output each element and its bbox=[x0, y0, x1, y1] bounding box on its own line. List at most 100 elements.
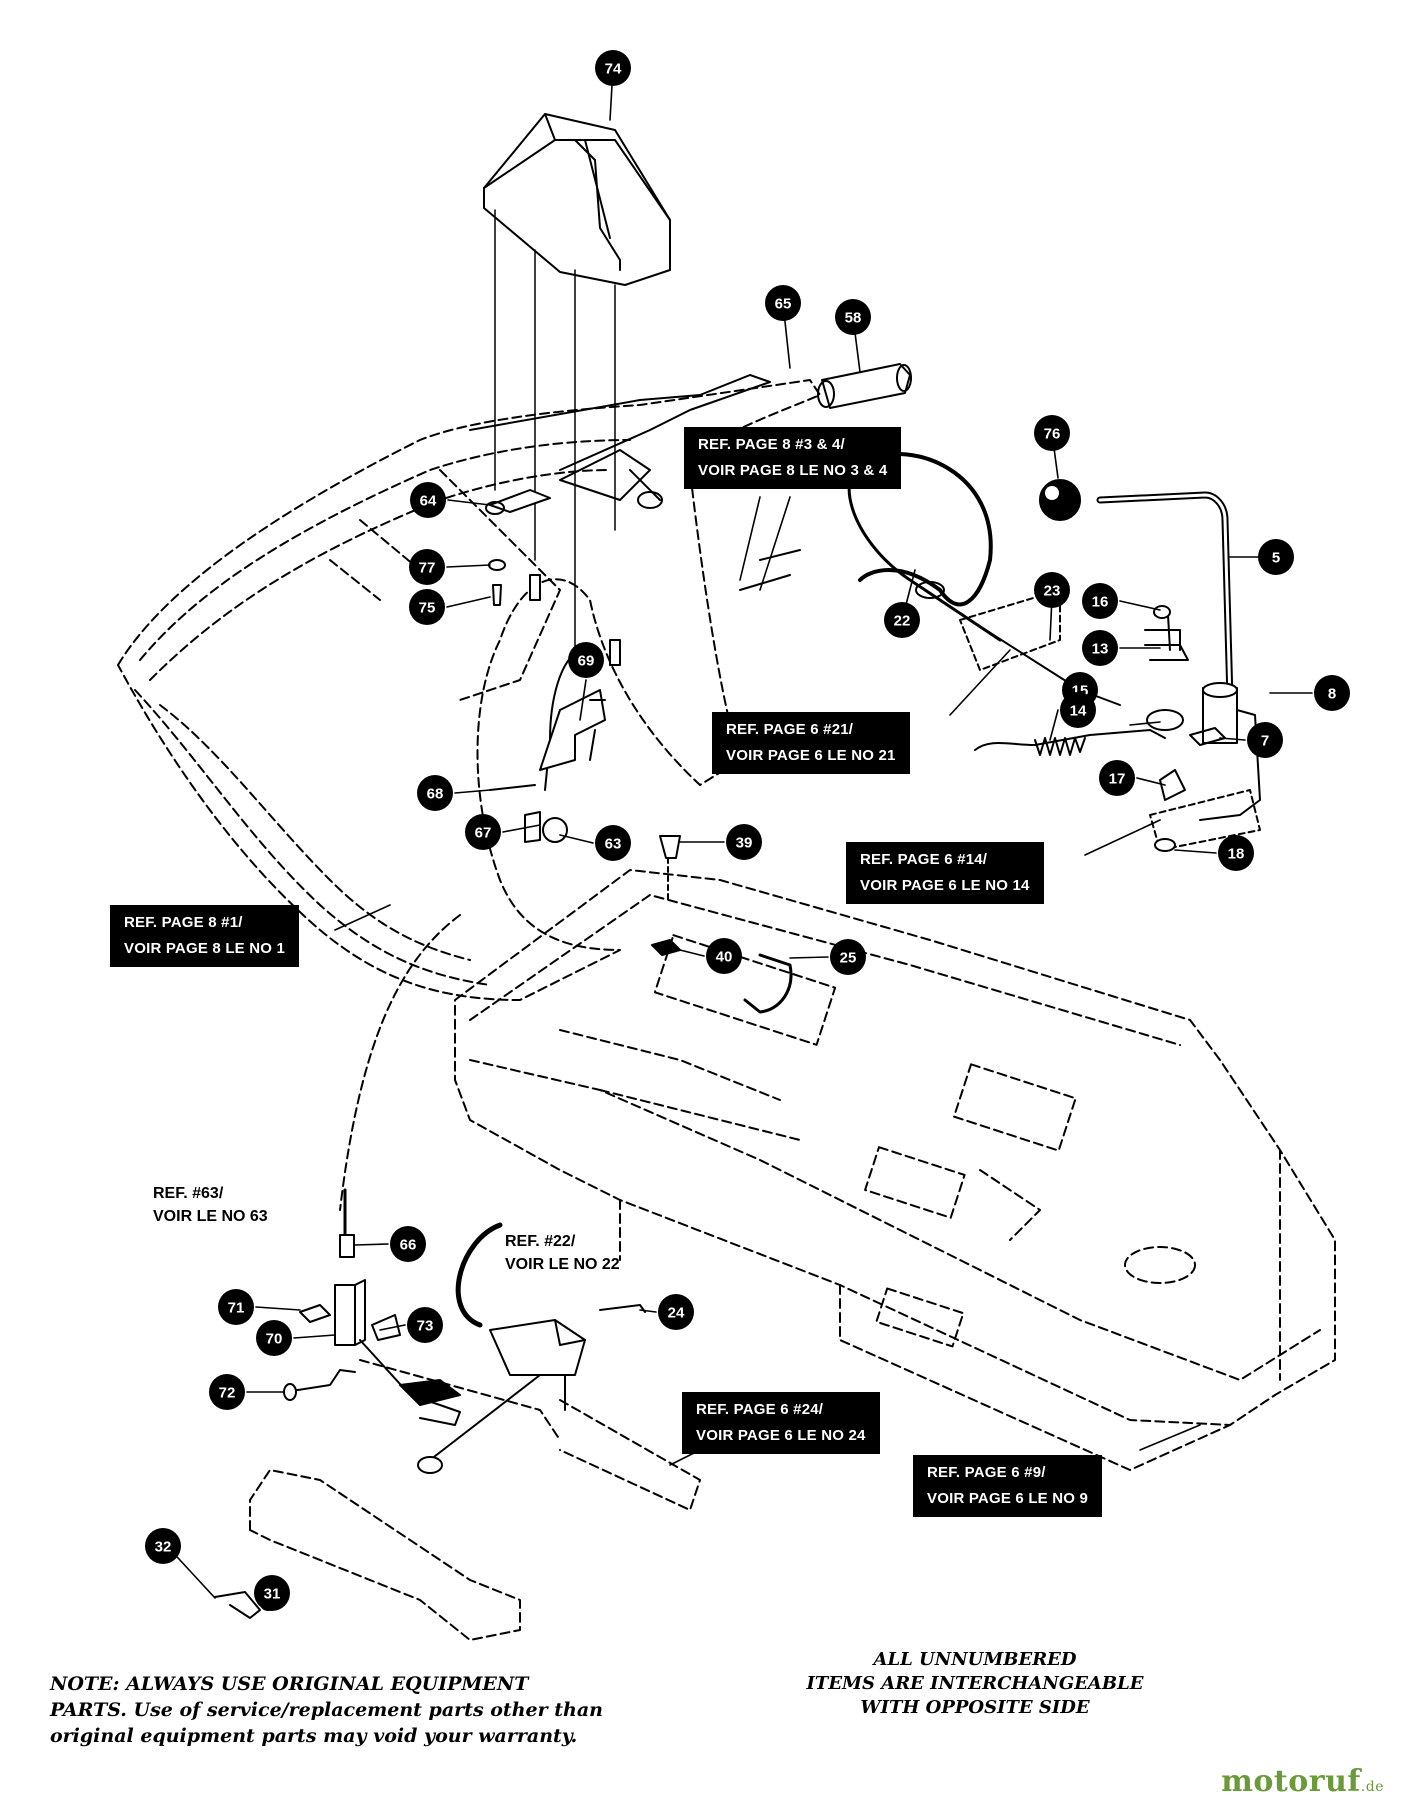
callout-circle bbox=[218, 1289, 254, 1325]
callout-23: 23 bbox=[1034, 572, 1070, 608]
callout-number: 39 bbox=[736, 835, 753, 852]
callout-17: 17 bbox=[1099, 760, 1135, 796]
callout-number: 66 bbox=[400, 1237, 417, 1254]
callout-circle bbox=[407, 1307, 443, 1343]
note-line: NOTE: ALWAYS USE ORIGINAL EQUIPMENT bbox=[50, 1673, 529, 1695]
callout-number: 68 bbox=[427, 786, 444, 803]
callout-number: 70 bbox=[266, 1331, 283, 1348]
callout-70: 70 bbox=[256, 1320, 292, 1356]
callout-number: 65 bbox=[775, 296, 792, 313]
callout-number: 16 bbox=[1092, 594, 1109, 611]
callout-circle bbox=[568, 642, 604, 678]
callout-76: 76 bbox=[1034, 415, 1070, 451]
callout-number: 77 bbox=[419, 560, 436, 577]
pedal-bracket-drawing bbox=[249, 1359, 701, 1641]
fender-fasteners bbox=[488, 559, 621, 666]
callout-circle bbox=[417, 775, 453, 811]
callout-number: 64 bbox=[420, 493, 437, 510]
callout-number: 73 bbox=[417, 1318, 434, 1335]
callout-13: 13 bbox=[1082, 630, 1118, 666]
fastener-drawing bbox=[651, 835, 793, 1014]
callout-circle bbox=[595, 50, 631, 86]
callout-number: 18 bbox=[1228, 846, 1245, 863]
callout-circle bbox=[884, 602, 920, 638]
watermark-logo: motoruf.de bbox=[1221, 1764, 1384, 1799]
callout-5: 5 bbox=[1258, 539, 1294, 575]
ref-line: VOIR LE NO 22 bbox=[505, 1256, 620, 1273]
callout-71: 71 bbox=[218, 1289, 254, 1325]
callout-circle bbox=[706, 938, 742, 974]
ref-box-page8-3-4: REF. PAGE 8 #3 & 4/ VOIR PAGE 8 LE NO 3 … bbox=[684, 427, 902, 489]
callout-32: 32 bbox=[145, 1528, 181, 1564]
ref-line: REF. PAGE 6 #21/ bbox=[726, 721, 854, 738]
callout-number: 13 bbox=[1092, 641, 1109, 658]
callout-40: 40 bbox=[706, 938, 742, 974]
callout-69: 69 bbox=[568, 642, 604, 678]
ref-line: REF. #63/ bbox=[153, 1185, 224, 1202]
callout-circle bbox=[726, 824, 762, 860]
watermark-tld: .de bbox=[1360, 1779, 1384, 1795]
callout-circle bbox=[1099, 760, 1135, 796]
callout-73: 73 bbox=[407, 1307, 443, 1343]
original-parts-note: NOTE: ALWAYS USE ORIGINAL EQUIPMENT PART… bbox=[50, 1671, 680, 1749]
callout-number: 75 bbox=[419, 600, 436, 617]
callout-74: 74 bbox=[595, 50, 631, 86]
ref-line: VOIR LE NO 63 bbox=[153, 1208, 268, 1225]
callout-8: 8 bbox=[1314, 675, 1350, 711]
callout-64: 64 bbox=[410, 482, 446, 518]
ref-line: VOIR PAGE 8 LE NO 1 bbox=[124, 940, 286, 957]
callout-circle bbox=[1034, 415, 1070, 451]
callout-18: 18 bbox=[1218, 835, 1254, 871]
callout-number: 14 bbox=[1070, 703, 1087, 720]
callout-circle bbox=[1258, 539, 1294, 575]
callout-68: 68 bbox=[417, 775, 453, 811]
ref-line: VOIR PAGE 6 LE NO 24 bbox=[696, 1427, 866, 1444]
hand-grip-drawing bbox=[817, 363, 912, 409]
callout-67: 67 bbox=[465, 814, 501, 850]
callout-63: 63 bbox=[595, 825, 631, 861]
callout-number: 25 bbox=[840, 950, 857, 967]
callout-number: 76 bbox=[1044, 426, 1061, 443]
ref-box-page6-24: REF. PAGE 6 #24/ VOIR PAGE 6 LE NO 24 bbox=[682, 1392, 880, 1454]
callout-22: 22 bbox=[884, 602, 920, 638]
lower-link-drawing bbox=[283, 1188, 461, 1426]
callout-65: 65 bbox=[765, 285, 801, 321]
callout-circle bbox=[1034, 572, 1070, 608]
ref-box-page6-14: REF. PAGE 6 #14/ VOIR PAGE 6 LE NO 14 bbox=[846, 842, 1044, 904]
callout-circle bbox=[465, 814, 501, 850]
callout-number: 74 bbox=[605, 61, 622, 78]
shift-handle-drawing bbox=[483, 113, 671, 286]
ref-line: VOIR PAGE 6 LE NO 9 bbox=[927, 1490, 1089, 1507]
callout-number: 8 bbox=[1328, 686, 1336, 703]
note-line: PARTS. Use of service/replacement parts … bbox=[50, 1699, 603, 1721]
callout-number: 72 bbox=[219, 1385, 236, 1402]
cable-end-drawing bbox=[417, 1222, 646, 1474]
shift-rod-drawing bbox=[1096, 491, 1261, 821]
shift-bracket-drawing bbox=[959, 589, 1261, 852]
callout-circle bbox=[145, 1528, 181, 1564]
callout-number: 69 bbox=[578, 653, 595, 670]
callout-number: 63 bbox=[605, 836, 622, 853]
callout-14: 14 bbox=[1060, 692, 1096, 728]
callout-number: 24 bbox=[668, 1305, 685, 1322]
callout-7: 7 bbox=[1247, 722, 1283, 758]
ref-line: REF. #22/ bbox=[505, 1233, 576, 1250]
ref-line: REF. PAGE 6 #9/ bbox=[927, 1464, 1046, 1481]
callout-circle bbox=[765, 285, 801, 321]
callout-number: 17 bbox=[1109, 771, 1126, 788]
ref-line: REF. PAGE 8 #3 & 4/ bbox=[698, 436, 845, 453]
callout-circle bbox=[410, 482, 446, 518]
callout-circle bbox=[1218, 835, 1254, 871]
callout-number: 7 bbox=[1261, 733, 1269, 750]
callout-58: 58 bbox=[835, 299, 871, 335]
ref-plain-63: REF. #63/ VOIR LE NO 63 bbox=[153, 1182, 268, 1228]
callout-number: 71 bbox=[228, 1300, 245, 1317]
watermark-brand: motoruf bbox=[1221, 1764, 1361, 1799]
note-line: original equipment parts may void your w… bbox=[50, 1725, 578, 1747]
callout-number: 58 bbox=[845, 310, 862, 327]
callout-circle bbox=[1247, 722, 1283, 758]
note-line: ITEMS ARE INTERCHANGEABLE bbox=[806, 1673, 1144, 1694]
ref-line: VOIR PAGE 6 LE NO 14 bbox=[860, 877, 1030, 894]
